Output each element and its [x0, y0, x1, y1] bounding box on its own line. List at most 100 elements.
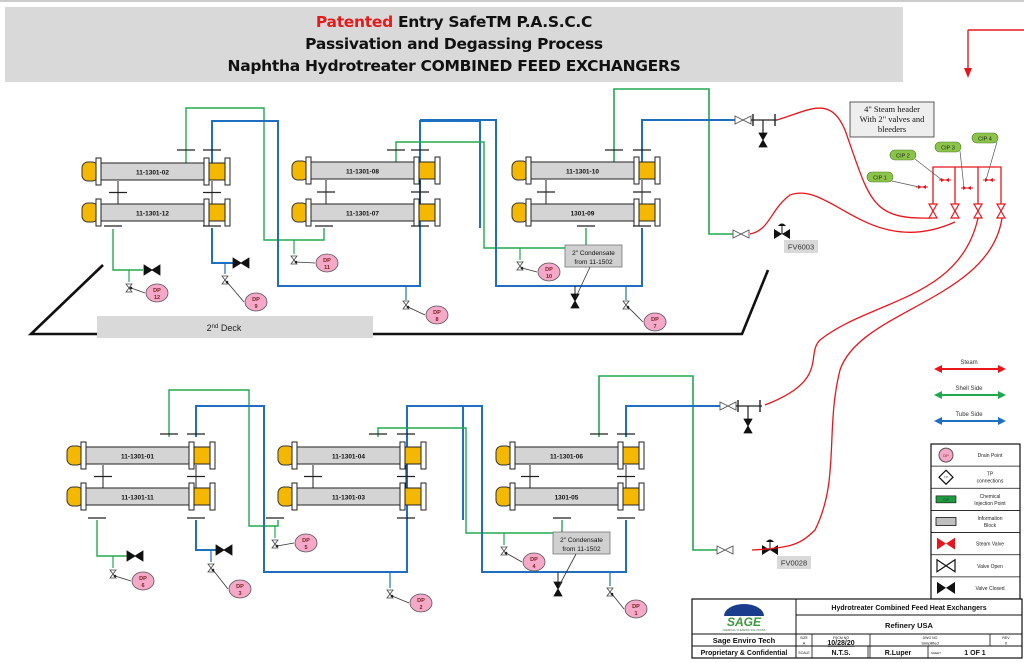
heat-exchanger[interactable]: 11-1301-08	[291, 156, 441, 185]
valve-closed-icon[interactable]	[215, 544, 233, 556]
title-line-2: Passivation and Degassing Process	[305, 35, 603, 53]
valve-closed-icon[interactable]	[143, 264, 161, 276]
logo-mask	[720, 616, 770, 628]
heat-exchanger[interactable]: 11-1301-11	[66, 482, 216, 511]
deck-superscript: nd	[212, 324, 219, 330]
heat-exchanger[interactable]: 11-1301-01	[66, 441, 216, 470]
heat-exchanger[interactable]: 11-1301-02	[81, 157, 231, 186]
steam-valve-icon[interactable]	[995, 203, 1007, 219]
arrow-head-left	[934, 391, 942, 399]
valve-closed-icon[interactable]	[553, 581, 563, 597]
shell-side-drain	[112, 229, 143, 271]
drain-point[interactable]: DP7	[643, 312, 667, 332]
valve-open-icon[interactable]	[732, 229, 750, 239]
valve-tag-text: FV0028	[781, 559, 807, 568]
valve-closed-icon[interactable]	[758, 132, 768, 148]
drain-point-number: 8	[435, 317, 438, 323]
leader-dot	[406, 305, 410, 309]
channel-head	[638, 203, 656, 222]
chemical-injection-point[interactable]: CIP 3	[934, 141, 962, 153]
drain-point-label: DP	[632, 604, 640, 610]
chemical-injection-point[interactable]: CIP 2	[889, 149, 917, 161]
control-valve-icon[interactable]	[774, 223, 790, 240]
cip-valve-icon[interactable]	[939, 178, 951, 182]
legend-symbol-label: Drain Point	[978, 453, 1003, 459]
exchanger-tag: 11-1301-06	[550, 454, 583, 461]
valve-closed-icon[interactable]	[126, 550, 144, 562]
valve-body	[949, 203, 961, 219]
cip-valve-icon[interactable]	[961, 186, 973, 190]
heat-exchanger[interactable]: 11-1301-06	[495, 441, 645, 470]
drain-point[interactable]: DP5	[294, 533, 318, 553]
flange	[95, 198, 102, 227]
information-block	[552, 531, 611, 555]
note-line: With 2" valves and	[860, 114, 925, 124]
valve-open-icon[interactable]	[719, 401, 737, 411]
deck-label: 2nd Deck	[207, 323, 242, 333]
valve-open-icon[interactable]	[716, 545, 734, 555]
shell-side-pipe	[185, 107, 325, 241]
control-valve-icon[interactable]	[762, 539, 778, 556]
channel-head	[193, 487, 211, 506]
drain-point-label: DP	[236, 584, 244, 590]
drain-point[interactable]: DP4	[522, 552, 546, 572]
heat-exchanger[interactable]: 1301-05	[495, 482, 645, 511]
drain-point[interactable]: DP8	[425, 305, 449, 325]
valve-open-icon[interactable]	[125, 283, 133, 293]
flange	[291, 441, 298, 470]
steam-valve-icon[interactable]	[927, 203, 939, 219]
flange	[633, 198, 640, 227]
steam-hose	[751, 217, 1003, 551]
drain-point[interactable]: DP1	[624, 599, 648, 619]
flange	[80, 482, 87, 511]
valve-body	[716, 545, 734, 555]
cip-badge	[971, 132, 999, 144]
cip-label: CIP 1	[873, 176, 887, 182]
drain-point-bubble	[537, 262, 561, 282]
valve-closed-icon[interactable]	[232, 257, 250, 269]
exchanger-tag: 1301-09	[571, 211, 595, 218]
valve-body	[972, 203, 984, 219]
drain-point[interactable]: DP3	[228, 579, 252, 599]
flange	[525, 156, 532, 185]
cip-valve-icon[interactable]	[983, 178, 995, 182]
tube-side-pipe	[625, 405, 720, 437]
arrow-head-right	[998, 391, 1006, 399]
valve-body	[985, 178, 993, 182]
valve-body	[963, 186, 971, 190]
leader-dot	[626, 305, 630, 309]
deck-number: 2	[207, 323, 212, 333]
valve-closed-icon[interactable]	[570, 293, 580, 309]
drain-point-label: DP	[651, 317, 659, 323]
steam-valve-icon[interactable]	[949, 203, 961, 219]
drain-point[interactable]: DP9	[244, 292, 268, 312]
drain-point-label: DP	[302, 538, 310, 544]
legend-symbol-label: Chemical	[980, 494, 1001, 500]
heat-exchanger[interactable]: 11-1301-03	[277, 482, 427, 511]
drain-point[interactable]: DP2	[409, 593, 433, 613]
drain-leader	[407, 306, 426, 316]
channel-head	[404, 487, 422, 506]
heat-exchanger[interactable]: 11-1301-10	[511, 156, 661, 185]
drain-point-label: DP	[323, 258, 331, 264]
drain-point[interactable]: DP6	[131, 571, 155, 591]
chemical-injection-point[interactable]: CIP 4	[971, 132, 999, 144]
heat-exchanger[interactable]: 11-1301-12	[81, 198, 231, 227]
information-text: from 11-1502	[562, 546, 601, 553]
valve-open-icon[interactable]	[734, 115, 752, 125]
flange	[188, 482, 195, 511]
arrow-head-left	[934, 365, 942, 373]
heat-exchanger[interactable]: 11-1301-07	[291, 198, 441, 227]
arrow-head-right	[998, 417, 1006, 425]
valve-closed-icon[interactable]	[743, 418, 753, 434]
heat-exchanger[interactable]: 11-1301-04	[277, 441, 427, 470]
steam-valve-icon[interactable]	[972, 203, 984, 219]
chemical-injection-point[interactable]: CIP 1	[866, 171, 894, 183]
chemical-injection-icon: CIP	[935, 495, 957, 504]
legend-symbol-label: TP	[987, 472, 994, 478]
label: CIP	[943, 498, 950, 502]
heat-exchanger[interactable]: 1301-09	[511, 198, 661, 227]
